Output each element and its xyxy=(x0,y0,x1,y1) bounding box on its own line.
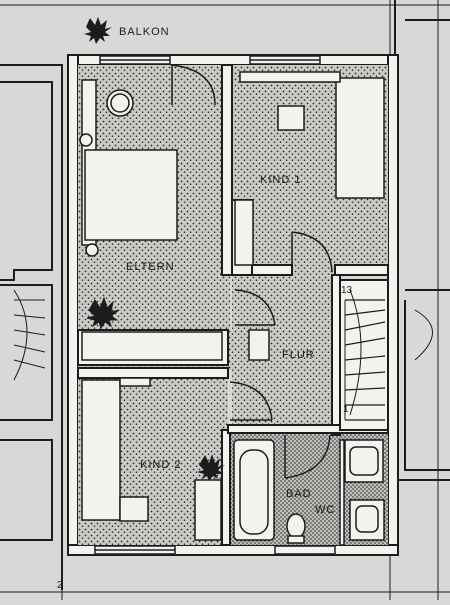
furniture-eltern xyxy=(79,79,270,361)
label-flur: FLUR xyxy=(282,349,315,361)
label-bad: BAD xyxy=(286,488,312,500)
double-bed xyxy=(84,149,178,241)
nightstand-bottom xyxy=(85,243,99,257)
bed-kind1 xyxy=(335,77,385,199)
wardrobe-kind1 xyxy=(234,199,254,266)
neighbour-unit-right xyxy=(394,0,450,481)
label-eltern: ELTERN xyxy=(126,261,175,273)
plant-icon xyxy=(86,296,120,330)
label-balkon: BALKON xyxy=(119,26,170,38)
furniture-kind2 xyxy=(81,377,222,541)
staircase xyxy=(339,279,389,431)
nightstand-top xyxy=(79,133,93,147)
stair-number-bottom: 1 xyxy=(343,404,349,415)
doors xyxy=(171,64,333,479)
desk-kind1 xyxy=(277,105,305,131)
label-kind1: KIND 1 xyxy=(260,174,301,186)
bathroom-fixtures xyxy=(233,439,385,546)
stair-number-top: 13 xyxy=(341,285,353,296)
plant-icon xyxy=(197,454,225,481)
desk-kind2 xyxy=(119,496,149,522)
hall-cabinet xyxy=(81,331,223,361)
windows xyxy=(94,55,336,555)
label-wc: WC xyxy=(315,504,335,516)
axis-number: 2 xyxy=(57,580,63,591)
furniture-kind1 xyxy=(234,71,385,266)
toilet xyxy=(286,513,306,539)
plant-icon xyxy=(84,17,112,44)
bed-kind2 xyxy=(81,379,121,521)
label-kind2: KIND 2 xyxy=(140,459,181,471)
neighbour-unit-left xyxy=(0,64,63,590)
shelf-kind2 xyxy=(194,479,222,541)
hall-cabinet-box xyxy=(248,329,270,361)
